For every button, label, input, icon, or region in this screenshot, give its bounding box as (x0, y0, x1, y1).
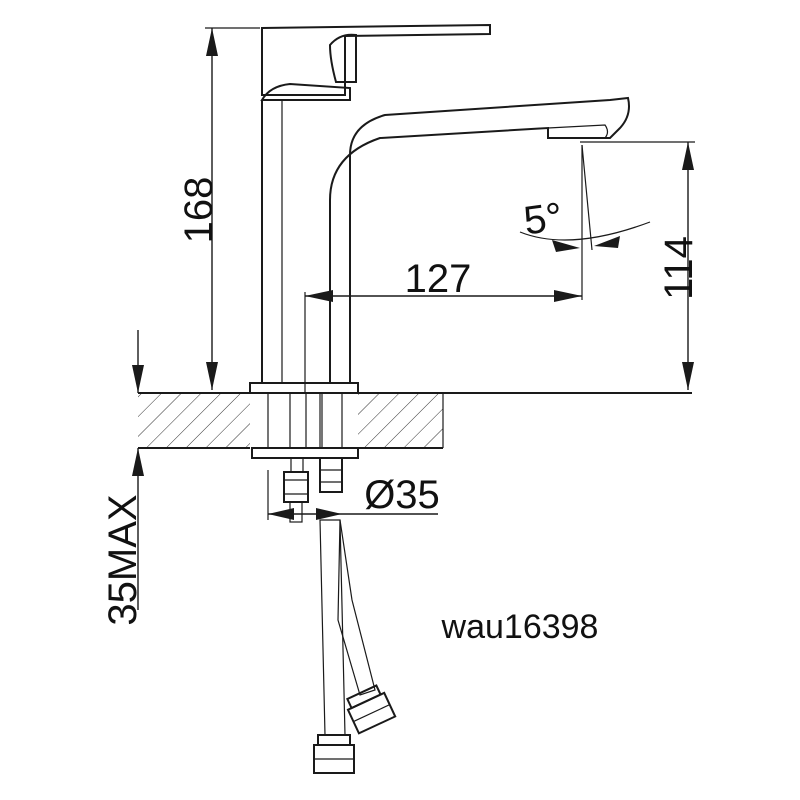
dimension-angle: 5° (519, 144, 651, 252)
countertop-section (138, 392, 692, 449)
dimension-spout-height: 114 (580, 141, 701, 390)
dimension-label-angle: 5° (521, 195, 565, 244)
model-number: wau16398 (441, 608, 599, 646)
dimension-label-diameter: Ø35 (364, 473, 440, 517)
braided-hoses (313, 519, 397, 774)
dimension-label-deck: 35MAX (101, 494, 145, 625)
dimension-label-127: 127 (405, 257, 472, 301)
mounting-assembly (251, 392, 359, 523)
dimension-deck-thickness: 35MAX (101, 330, 145, 626)
faucet-body (249, 23, 630, 394)
dimension-height-total: 168 (177, 27, 260, 390)
dimension-label-114: 114 (657, 236, 701, 300)
dimension-spout-reach: 127 (304, 145, 583, 393)
dimension-hole-diameter: Ø35 (267, 470, 440, 520)
dimension-label-168: 168 (177, 177, 221, 244)
